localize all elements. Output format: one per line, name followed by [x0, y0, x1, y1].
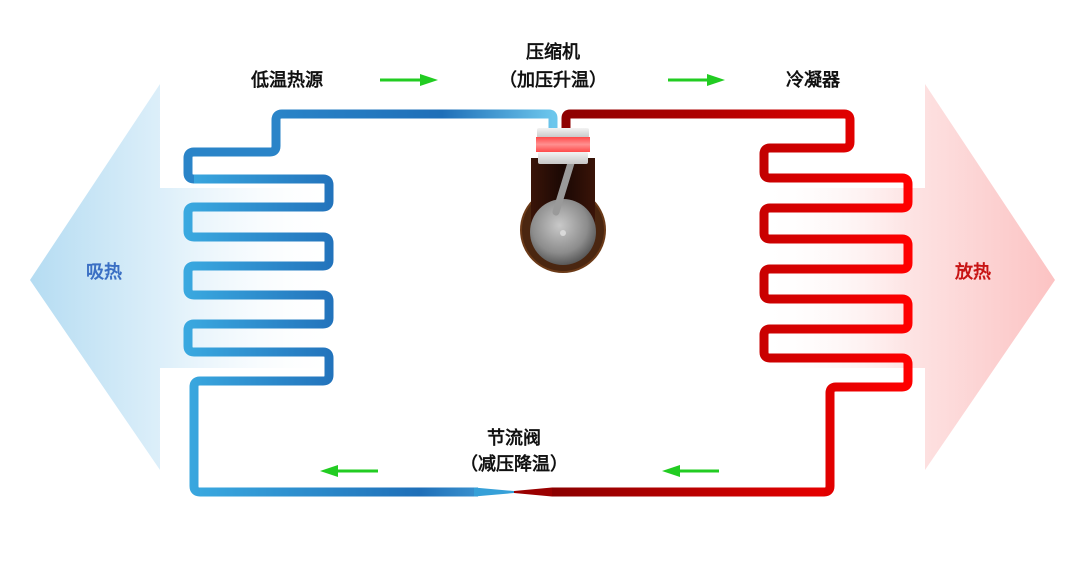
release-heat-label: 放热	[954, 261, 991, 283]
condenser-label: 冷凝器	[786, 69, 841, 91]
flow-arrow-4	[662, 465, 719, 477]
compressor[interactable]	[520, 128, 606, 273]
flow-arrow-1	[380, 74, 438, 86]
connecting-rod	[552, 159, 575, 216]
compressor-label: 压缩机	[526, 41, 580, 63]
expansion-valve[interactable]	[474, 487, 552, 497]
flow-arrow-2	[668, 74, 725, 86]
valve-label: 节流阀	[487, 427, 541, 449]
compression-chamber	[536, 137, 590, 152]
heat-source-label: 低温热源	[250, 69, 323, 91]
release-heat-arrow	[760, 84, 1055, 470]
compressor-function-label: （加压升温）	[499, 70, 607, 91]
absorb-heat-label: 吸热	[86, 261, 122, 283]
condenser-coil	[552, 109, 913, 497]
evaporator-coil	[183, 109, 558, 497]
piston	[538, 152, 588, 164]
valve-function-label: （减压降温）	[460, 453, 568, 475]
flow-arrow-3	[320, 465, 378, 477]
